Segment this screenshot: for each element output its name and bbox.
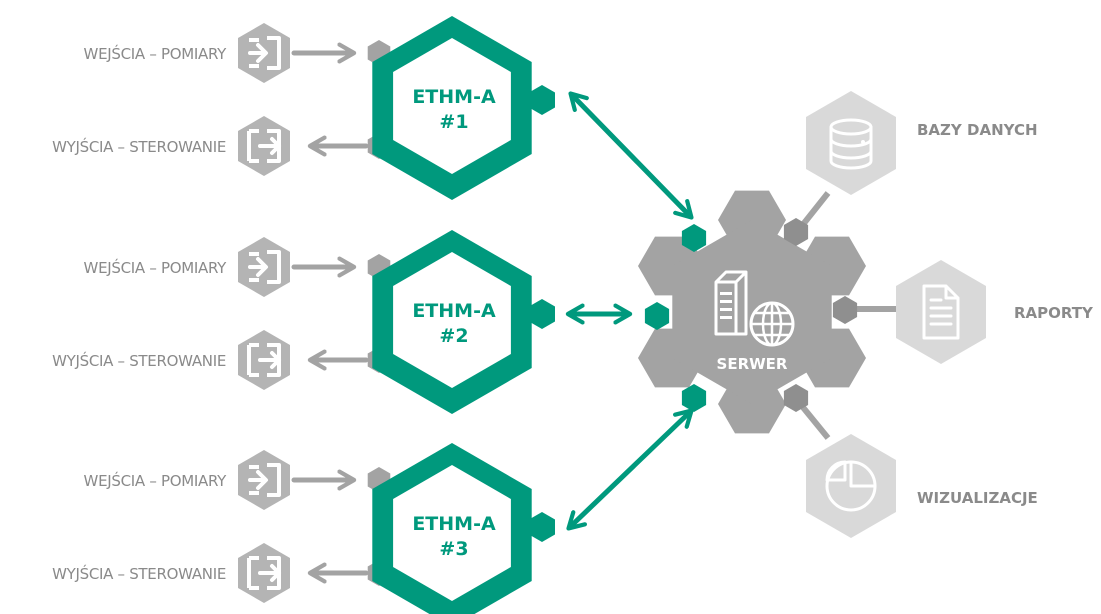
output-label: WYJŚCIA – STEROWANIE [52,137,226,156]
services: BAZY DANYCH RAPORTY WIZUALIZACJE [806,91,1094,538]
server-service-port [832,296,858,324]
modules: WEJŚCIA – POMIARY WYJŚCIA – STEROWANIE ETH… [52,16,555,614]
input-label: WEJŚCIA – POMIARY [84,258,228,277]
module-number: #3 [439,538,468,560]
module-name: ETHM-A [412,86,496,108]
document-icon [922,284,960,340]
input-arrow-icon [238,23,290,83]
module-name: ETHM-A [412,513,496,535]
service-label: WIZUALIZACJE [917,489,1038,507]
input-label: WEJŚCIA – POMIARY [84,471,228,490]
input-arrow-icon [238,237,290,297]
output-arrow-icon [238,330,290,390]
service-2: RAPORTY [896,260,1094,364]
module-inner-hex [393,465,511,601]
server-port-hex [681,384,707,412]
server-port-hex [681,224,707,252]
input-arrow-icon [238,450,290,510]
module-3: WEJŚCIA – POMIARY WYJŚCIA – STEROWANIE ETH… [52,443,555,614]
service-3: WIZUALIZACJE [806,434,1038,538]
globe-icon [749,301,795,347]
output-arrow-icon [238,543,290,603]
module-port-hex [529,85,555,115]
module-name: ETHM-A [412,300,496,322]
link-module-3 [566,408,694,531]
module-port-hex [529,512,555,542]
server-label: SERWER [717,355,788,373]
pie-chart-icon [825,460,877,512]
module-port-hex [529,299,555,329]
module-1: WEJŚCIA – POMIARY WYJŚCIA – STEROWANIE ETH… [52,16,555,200]
output-arrow-icon [238,116,290,176]
server-service-port [783,384,809,412]
module-server-links [565,91,694,531]
server-body-hex [672,220,832,404]
service-hex [806,91,896,195]
service-label: BAZY DANYCH [917,121,1038,139]
service-label: RAPORTY [1014,304,1094,322]
module-inner-hex [393,252,511,388]
link-module-1 [568,91,694,220]
module-inner-hex [393,38,511,174]
service-hex [896,260,986,364]
server-tower-icon [714,270,748,336]
server-port-hex [644,302,670,330]
service-1: BAZY DANYCH [806,91,1038,195]
output-label: WYJŚCIA – STEROWANIE [52,351,226,370]
output-label: WYJŚCIA – STEROWANIE [52,564,226,583]
server-node: SERWER [638,190,866,434]
server-service-port [783,218,809,246]
input-label: WEJŚCIA – POMIARY [84,44,228,63]
module-number: #1 [439,111,468,133]
module-number: #2 [439,325,468,347]
module-2: WEJŚCIA – POMIARY WYJŚCIA – STEROWANIE ETH… [52,230,555,414]
database-icon [829,118,873,170]
